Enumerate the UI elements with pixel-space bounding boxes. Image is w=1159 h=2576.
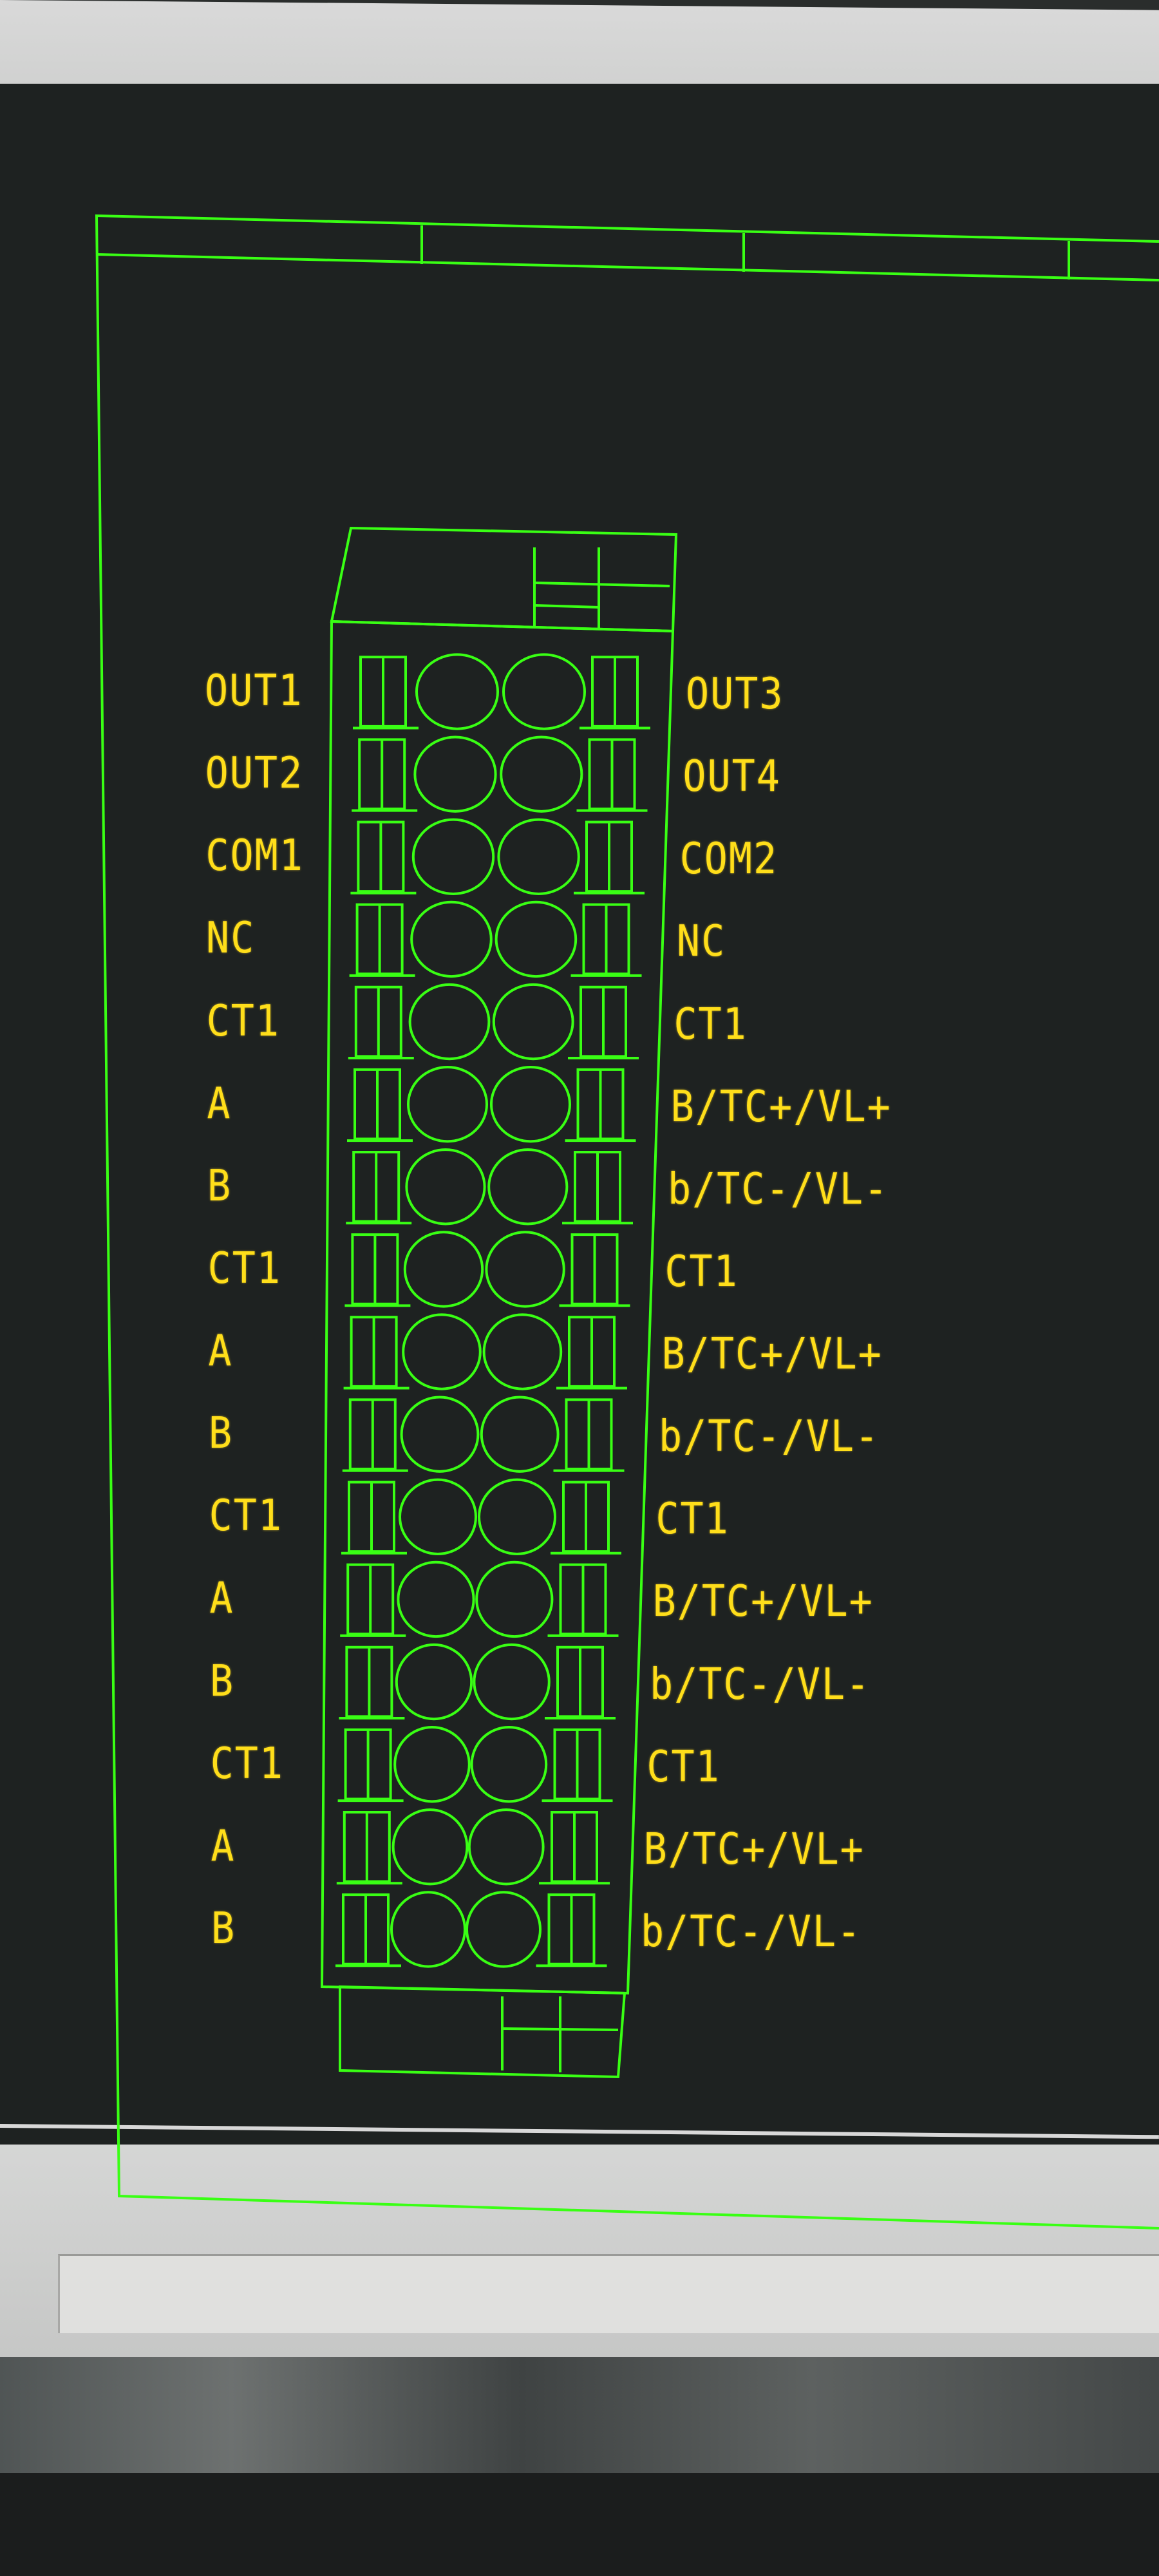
right-terminal-label: b/TC-/VL- [641,1906,862,1957]
monitor-bottom-bezel [0,2145,1159,2357]
terminal-screw-right [485,1231,565,1308]
left-terminal-label: OUT2 [205,748,304,799]
left-terminal-label: A [207,1078,232,1129]
right-terminal-label: OUT4 [683,751,781,802]
terminal-screw-left [405,1148,486,1226]
terminal-screw-left [399,1478,477,1555]
right-terminal-label: b/TC-/VL- [650,1658,871,1710]
footer-divider [502,2027,619,2031]
right-terminal-label: COM2 [679,833,778,885]
block-body [320,620,675,1995]
drawing-border [95,214,1159,2230]
terminal-screw-left [393,1726,471,1803]
terminal-screw-left [390,1891,466,1968]
right-terminal-label: NC [677,916,726,967]
terminal-screw-right [473,1643,551,1721]
terminal-screw-right [480,1396,560,1473]
title-strip-line [96,253,1159,281]
left-terminal-label: B [207,1160,232,1211]
header-divider [534,604,599,609]
terminal-screw-left [408,983,491,1061]
right-terminal-label: B/TC+/VL+ [661,1329,883,1379]
terminal-screw-right [492,983,574,1061]
right-terminal-label: CT1 [655,1493,730,1545]
left-terminal-label: CT1 [210,1738,285,1789]
left-terminal-label: A [208,1325,233,1376]
terminal-screw-right [475,1560,554,1638]
desk-shadow [0,2473,1159,2576]
left-terminal-label: CT1 [207,1243,282,1294]
terminal-screw-left [395,1643,473,1721]
left-terminal-label: B [210,1655,235,1707]
left-terminal-label: OUT1 [205,665,303,716]
terminal-screw-left [391,1808,469,1886]
terminal-screw-right [470,1726,548,1803]
desk-surface [0,2357,1159,2576]
terminal-screw-left [411,818,495,895]
right-terminal-label: b/TC-/VL- [659,1411,880,1462]
terminal-screw-right [478,1478,556,1555]
left-terminal-label: B [209,1408,234,1459]
right-terminal-label: CT1 [664,1246,739,1297]
terminal-screw-right [490,1066,571,1143]
terminal-screw-right [466,1891,542,1968]
header-divider [534,582,670,587]
cad-drawing-area[interactable] [0,84,1159,2190]
terminal-screw-right [497,818,580,895]
right-terminal-label: b/TC-/VL- [668,1164,889,1215]
terminal-screw-right [495,900,578,978]
right-terminal-label: B/TC+/VL+ [670,1081,892,1132]
right-terminal-label: OUT3 [686,668,784,719]
block-footer [339,1985,627,2079]
terminal-screw-right [502,653,586,730]
laptop-lid-edge [58,2254,1159,2333]
terminal-screw-left [415,653,499,730]
terminal-screw-left [397,1560,475,1638]
right-terminal-label: CT1 [646,1741,721,1792]
right-terminal-label: B/TC+/VL+ [643,1824,865,1875]
right-terminal-label: CT1 [674,998,748,1050]
left-terminal-label: CT1 [206,995,281,1046]
terminal-screw-left [402,1313,482,1390]
terminal-screw-right [482,1313,563,1390]
right-terminal-label: B/TC+/VL+ [652,1576,874,1627]
left-terminal-label: CT1 [209,1490,283,1542]
left-terminal-label: A [211,1821,236,1871]
terminal-screw-left [410,900,493,978]
terminal-screw-left [413,735,497,813]
terminal-screw-right [487,1148,569,1226]
terminal-screw-left [407,1066,488,1143]
block-header [330,526,678,633]
left-terminal-label: A [209,1573,234,1624]
left-terminal-label: COM1 [205,830,304,882]
terminal-screw-right [500,735,583,813]
terminal-screw-left [400,1396,480,1473]
terminal-screw-right [467,1808,545,1886]
left-terminal-label: NC [206,913,256,964]
left-terminal-label: B [211,1903,236,1954]
terminal-screw-left [403,1231,484,1308]
